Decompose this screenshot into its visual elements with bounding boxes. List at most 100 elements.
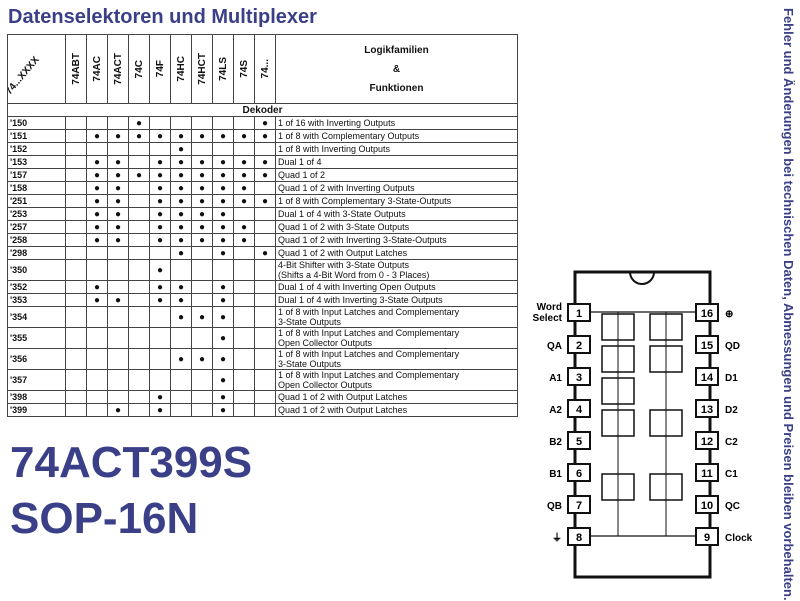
empty-cell [107,348,129,370]
availability-dot: ● [107,207,129,221]
device-code: '153 [7,155,66,169]
empty-cell [254,327,276,349]
availability-dot: ● [170,129,192,143]
family-header: 74F [149,34,171,104]
empty-cell [128,246,150,260]
pin-label: Select [533,313,563,324]
family-label: 74... [259,59,271,79]
function-cell: Dual 1 of 4 with 3-State Outputs [275,207,518,221]
empty-cell [233,259,255,281]
availability-dot: ● [86,233,108,247]
family-label: 74ABT [70,53,82,85]
family-label: 74HC [175,56,187,82]
availability-dot: ● [86,194,108,208]
empty-cell [254,348,276,370]
table-row: '298●●●Quad 1 of 2 with Output Latches [7,246,518,260]
availability-dot: ● [149,194,171,208]
empty-cell [65,194,87,208]
empty-cell [233,306,255,328]
availability-dot: ● [233,233,255,247]
availability-dot: ● [170,233,192,247]
pin-label: D2 [725,405,738,416]
function-cell: 4-Bit Shifter with 3-State Outputs(Shift… [275,259,518,281]
availability-dot: ● [254,116,276,130]
availability-dot: ● [233,194,255,208]
empty-cell [254,293,276,307]
family-header: 74HCT [191,34,213,104]
pin-label: D1 [725,373,738,384]
empty-cell [170,259,192,281]
function-header: Logikfamilien&Funktionen [275,34,518,104]
function-cell: Quad 1 of 2 with Output Latches [275,403,518,417]
table-row: '150●●1 of 16 with Inverting Outputs [7,116,518,130]
function-cell: Quad 1 of 2 [275,168,518,182]
empty-cell [233,246,255,260]
device-code: '350 [7,259,66,281]
empty-cell [170,369,192,391]
empty-cell [86,390,108,404]
availability-dot: ● [107,233,129,247]
availability-dot: ● [233,155,255,169]
empty-cell [191,403,213,417]
availability-dot: ● [149,181,171,195]
pin-number: 8 [576,532,582,544]
device-code: '354 [7,306,66,328]
family-header: 74LS [212,34,234,104]
family-label: 74F [154,60,166,78]
availability-dot: ● [149,129,171,143]
function-text-2: 3-State Outputs [278,359,342,369]
function-text: 1 of 8 with Complementary 3-State-Output… [278,196,452,206]
availability-dot: ● [170,280,192,294]
empty-cell [107,390,129,404]
availability-dot: ● [212,280,234,294]
availability-dot: ● [107,403,129,417]
pin-number: 9 [704,532,710,544]
pin-box [695,335,719,354]
empty-cell [65,369,87,391]
availability-dot: ● [170,142,192,156]
availability-dot: ● [149,403,171,417]
empty-cell [65,348,87,370]
availability-dot: ● [149,207,171,221]
empty-cell [107,369,129,391]
availability-dot: ● [107,168,129,182]
empty-cell [107,116,129,130]
empty-cell [191,280,213,294]
pin-number: 10 [701,500,713,512]
empty-cell [107,280,129,294]
availability-dot: ● [212,194,234,208]
empty-cell [86,327,108,349]
pin-label: B2 [549,437,562,448]
family-label: 74LS [217,57,229,81]
ic-body [573,270,712,579]
empty-cell [233,327,255,349]
pin-box [567,367,591,386]
table-row: '153●●●●●●●●Dual 1 of 4 [7,155,518,169]
pin-number: 12 [701,436,713,448]
function-cell: Dual 1 of 4 [275,155,518,169]
empty-cell [86,142,108,156]
family-header: 74HC [170,34,192,104]
function-cell: 1 of 16 with Inverting Outputs [275,116,518,130]
device-code: '157 [7,168,66,182]
availability-dot: ● [86,129,108,143]
family-label: 74ACT [112,53,124,85]
pin-number: 2 [576,340,582,352]
availability-dot: ● [191,233,213,247]
device-code: '398 [7,390,66,404]
empty-cell [65,220,87,234]
empty-cell [128,259,150,281]
empty-cell [233,293,255,307]
availability-dot: ● [86,280,108,294]
pin-box [695,495,719,514]
empty-cell [65,390,87,404]
availability-dot: ● [212,220,234,234]
function-text: Quad 1 of 2 with Output Latches [278,248,408,258]
table-row: '353●●●●●Dual 1 of 4 with Inverting 3-St… [7,293,518,307]
function-cell: Dual 1 of 4 with Inverting Open Outputs [275,280,518,294]
empty-cell [128,194,150,208]
availability-dot: ● [233,168,255,182]
